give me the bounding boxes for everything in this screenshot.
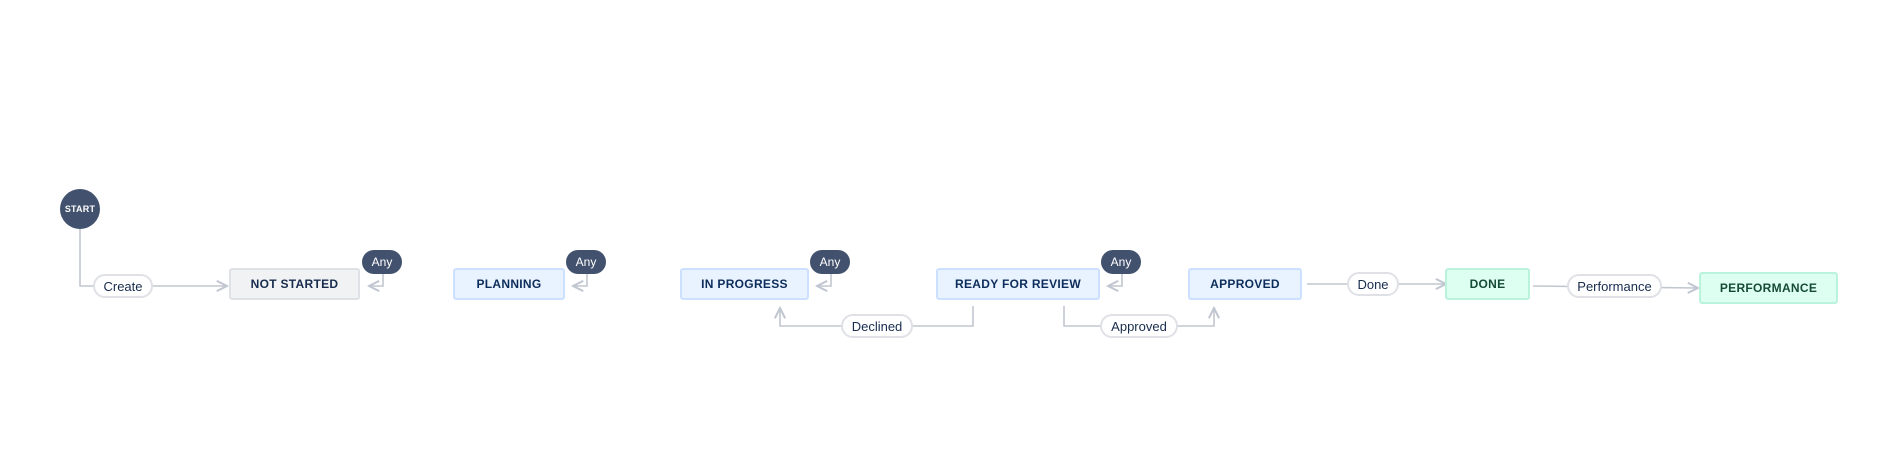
transition-declined-label: Declined (851, 318, 903, 334)
status-ready-for-review[interactable]: READY FOR REVIEW (936, 268, 1100, 300)
start-node[interactable]: START (60, 189, 100, 229)
edge-any-in-progress (817, 274, 832, 286)
edge-create (79, 228, 227, 286)
any-badge-label: Any (819, 255, 841, 269)
status-planning[interactable]: PLANNING (453, 268, 565, 300)
any-badge-planning[interactable]: Any (566, 250, 606, 274)
status-not-started[interactable]: NOT STARTED (229, 268, 360, 300)
any-badge-in-progress[interactable]: Any (810, 250, 850, 274)
status-ready-for-review-label: READY FOR REVIEW (955, 277, 1081, 291)
transition-done-label: Done (1357, 276, 1389, 292)
any-badge-label: Any (1110, 255, 1132, 269)
status-done[interactable]: DONE (1445, 268, 1530, 300)
status-in-progress-label: IN PROGRESS (701, 277, 788, 291)
edge-any-planning (573, 274, 588, 286)
status-done-label: DONE (1469, 277, 1506, 291)
any-badge-ready-for-review[interactable]: Any (1101, 250, 1141, 274)
transition-create[interactable]: Create (93, 274, 153, 298)
transition-performance[interactable]: Performance (1567, 274, 1662, 298)
edge-any-ready (1108, 274, 1123, 286)
start-label: START (64, 204, 96, 214)
any-badge-not-started[interactable]: Any (362, 250, 402, 274)
transition-create-label: Create (103, 278, 143, 294)
status-in-progress[interactable]: IN PROGRESS (680, 268, 809, 300)
status-approved[interactable]: APPROVED (1188, 268, 1302, 300)
any-badge-label: Any (371, 255, 393, 269)
status-performance[interactable]: PERFORMANCE (1699, 272, 1838, 304)
transition-done[interactable]: Done (1347, 272, 1399, 296)
status-approved-label: APPROVED (1210, 277, 1280, 291)
status-planning-label: PLANNING (476, 277, 542, 291)
status-performance-label: PERFORMANCE (1719, 281, 1818, 295)
transition-performance-label: Performance (1577, 278, 1652, 294)
transition-declined[interactable]: Declined (841, 314, 913, 338)
status-not-started-label: NOT STARTED (250, 277, 339, 291)
edge-any-not-started (369, 274, 384, 286)
transition-approved-label: Approved (1111, 318, 1167, 334)
transition-approved[interactable]: Approved (1100, 314, 1178, 338)
any-badge-label: Any (575, 255, 597, 269)
